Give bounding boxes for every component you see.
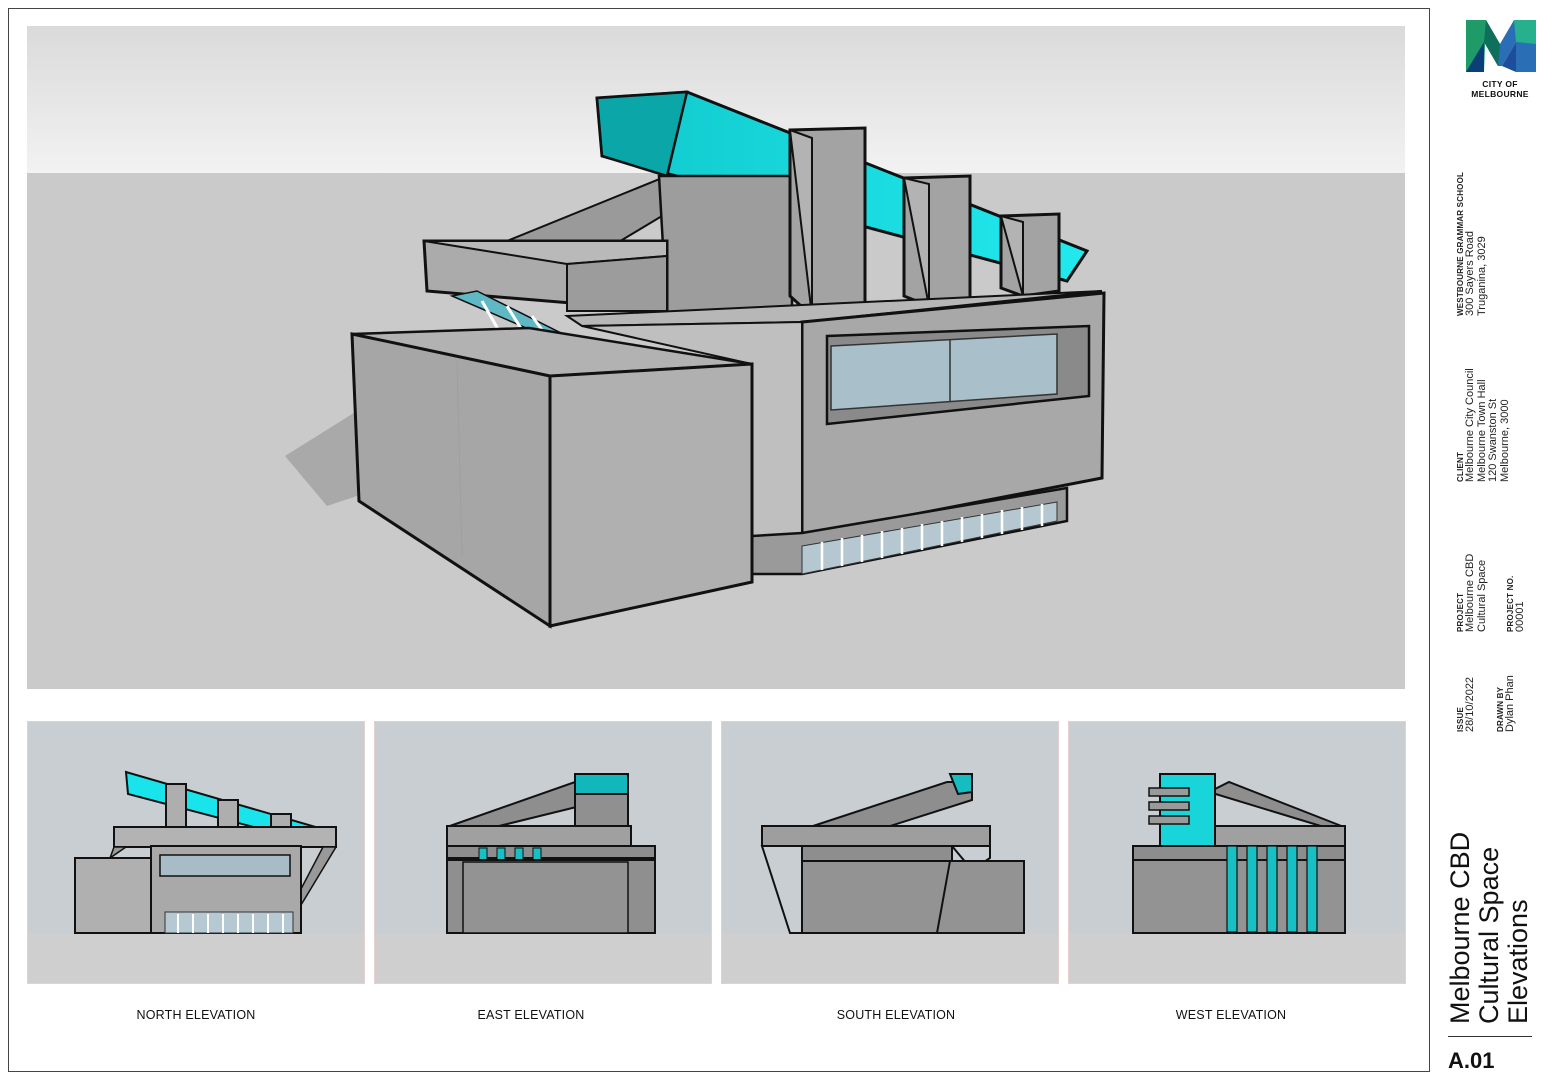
project-number-info: PROJECT NO. 00001 (1506, 576, 1527, 632)
project-line: Melbourne CBD (1464, 553, 1476, 632)
west-elevation-drawing (1068, 721, 1406, 984)
drawn-by-info: DRAWN BY Dylan Phan (1496, 675, 1517, 732)
sheet-title-line: Elevations (1503, 899, 1533, 1024)
sheet-title: Melbourne CBD Cultural Space Elevations (1445, 831, 1533, 1024)
issue-info: ISSUE 28/10/2022 (1456, 677, 1477, 732)
south-elevation-drawing (721, 721, 1059, 984)
client-line: Melbourne City Council (1464, 368, 1476, 482)
north-elevation-label: NORTH ELEVATION (136, 1008, 256, 1022)
project-number-value: 00001 (1514, 601, 1526, 632)
south-elevation-label: SOUTH ELEVATION (836, 1008, 956, 1022)
sheet-number: A.01 (1448, 1048, 1495, 1073)
perspective-render (27, 26, 1405, 689)
north-elevation-drawing (27, 721, 365, 984)
sheet-title-line: Cultural Space (1474, 846, 1504, 1024)
project-line: Cultural Space (1475, 559, 1488, 632)
client-line: Melbourne, 3000 (1498, 399, 1511, 482)
drawn-by-name: Dylan Phan (1504, 675, 1516, 732)
issue-date: 28/10/2022 (1464, 676, 1476, 732)
school-line: 300 Sayers Road (1464, 231, 1476, 316)
west-elevation-label: WEST ELEVATION (1175, 1008, 1287, 1022)
east-elevation-drawing (374, 721, 712, 984)
project-info: PROJECT Melbourne CBD Cultural Space (1456, 554, 1488, 632)
sheet-border (8, 8, 1430, 1072)
sheet-title-line: Melbourne CBD (1445, 831, 1475, 1024)
city-of-melbourne-logo (1458, 14, 1542, 94)
east-elevation-label: EAST ELEVATION (477, 1008, 585, 1022)
title-block-divider (1448, 1036, 1532, 1037)
client-info: CLIENT Melbourne City Council Melbourne … (1456, 368, 1511, 482)
school-info: WESTBOURNE GRAMMAR SCHOOL 300 Sayers Roa… (1456, 172, 1488, 316)
logo-text: CITY OF MELBOURNE (1471, 79, 1529, 99)
school-line: Truganina, 3029 (1475, 236, 1488, 316)
